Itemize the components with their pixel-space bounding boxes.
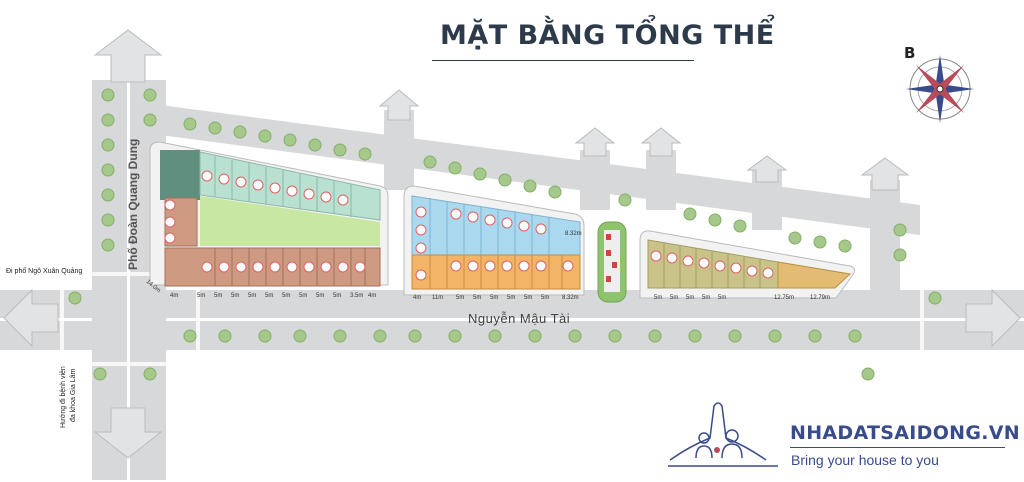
svg-text:5m: 5m [702,295,710,301]
svg-text:5m: 5m [265,293,273,299]
brand-logo-icon [668,402,778,467]
svg-text:12.79m: 12.79m [810,295,830,301]
svg-text:5m: 5m [214,293,222,299]
svg-text:5m: 5m [524,295,532,301]
svg-text:5m: 5m [507,295,515,301]
tree-rows [68,88,942,381]
svg-text:5m: 5m [456,295,464,301]
brand-tagline: Bring your house to you [791,452,939,468]
svg-text:5m: 5m [316,293,324,299]
brand-underline [790,447,1005,448]
svg-text:5m: 5m [299,293,307,299]
svg-text:12.75m: 12.75m [774,295,794,301]
block-b [403,185,585,296]
bottom-exit-label-2: đa khoa Gia Lâm [70,368,77,422]
svg-text:5m: 5m [333,293,341,299]
svg-text:5m: 5m [670,295,678,301]
svg-text:5m: 5m [541,295,549,301]
svg-text:5m: 5m [718,295,726,301]
svg-text:8.32m: 8.32m [562,295,579,301]
bottom-exit-label-1: Hướng đi bệnh viện [60,366,67,428]
dimension-labels: 4m 5m 5m 5m 5m 5m 5m 5m 5m 5m 3.5m 4m 4m… [145,231,830,301]
svg-text:5m: 5m [231,293,239,299]
parking-area [597,221,627,303]
svg-text:5m: 5m [686,295,694,301]
compass-north-letter: B [904,44,916,62]
block-c [639,230,856,299]
svg-text:5m: 5m [197,293,205,299]
svg-text:5m: 5m [490,295,498,301]
svg-text:5m: 5m [654,295,662,301]
left-exit-label: Đi phố Ngô Xuân Quảng [6,268,83,275]
dim-a: 4m [170,293,178,299]
svg-text:4m: 4m [368,293,376,299]
page-title: MẶT BẰNG TỔNG THỂ [440,20,775,51]
main-road-name: Nguyễn Mậu Tài [468,311,570,326]
svg-text:11m: 11m [432,295,443,301]
svg-text:5m: 5m [282,293,290,299]
title-underline [432,60,694,61]
svg-text:4m: 4m [413,295,421,301]
svg-text:8.32m: 8.32m [565,231,582,237]
svg-text:5m: 5m [473,295,481,301]
svg-text:3.5m: 3.5m [350,293,363,299]
compass-rose-icon [906,55,974,123]
vertical-road-name: Phố Đoàn Quang Dung [126,138,140,270]
brand-name: NHADATSAIDONG.VN [790,422,1020,444]
block-a [149,141,389,287]
svg-text:5m: 5m [248,293,256,299]
